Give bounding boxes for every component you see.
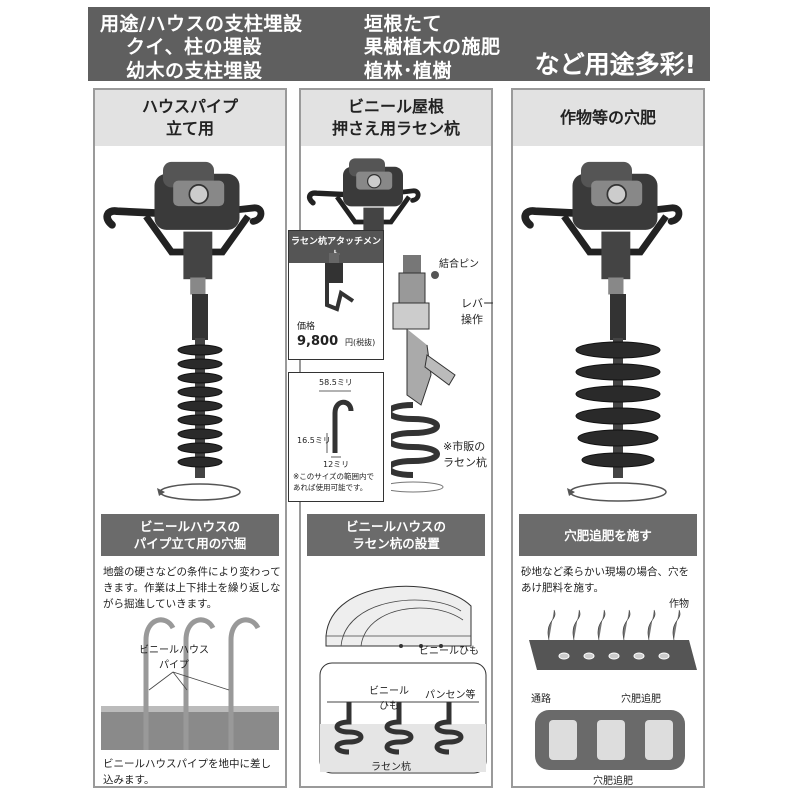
greenhouse-illustration — [325, 585, 472, 648]
panel-title: ハウスパイプ 立て用 — [95, 90, 285, 146]
subheading-line: 穴肥追肥を施す — [564, 527, 652, 543]
banner-right-line: 植林･植樹 — [364, 60, 453, 82]
top-banner: 用途/ハウスの支柱埋設 クイ、柱の埋設 幼木の支柱埋設 垣根たて 果樹植木の施肥… — [88, 7, 710, 82]
panel-description: 地盤の硬さなどの条件により変わってきます。作業は上下排土を繰り返しながら掘進して… — [103, 566, 281, 610]
panel-subheading: 穴肥追肥を施す — [519, 514, 697, 556]
panel-fertilize: 作物等の穴肥 穴肥追肥を施す 砂地など柔らかい現場の場合、穴をあけ肥料を施す。 … — [511, 88, 705, 788]
panel-title: ビニール屋根 押さえ用ラセン杭 — [301, 90, 491, 146]
banner-right-line: 垣根たて — [364, 13, 443, 35]
panel-title-line: 作物等の穴肥 — [559, 108, 656, 127]
dim-top-label: 58.5ミリ — [319, 378, 353, 387]
auger-illustration — [95, 150, 285, 501]
pipe-illustration — [101, 617, 279, 750]
panel-subheading: ビニールハウスの パイプ立て用の穴掘 — [101, 514, 279, 556]
vinyl-himo-label: ビニールひも — [419, 646, 479, 657]
dim-bottom-label: 12ミリ — [323, 460, 350, 469]
subheading-line: ビニールハウスの — [345, 519, 446, 534]
dim-left-label: 16.5ミリ — [297, 436, 331, 445]
price-value: 9,800 — [297, 334, 339, 349]
hole-label-2: 穴肥追肥 — [593, 776, 633, 787]
crop-row-illustration — [529, 609, 697, 670]
attachment-illustration — [391, 255, 456, 493]
panel-title-line: ハウスパイプ — [141, 97, 238, 116]
panel-title-line: 押さえ用ラセン杭 — [331, 119, 460, 138]
panel-subheading: ビニールハウスの ラセン杭の設置 — [307, 514, 485, 556]
hook-diagram — [319, 390, 354, 458]
banner-tagline: など用途多彩! — [534, 50, 696, 79]
panel-caption: ビニールハウスパイプを地中に差し込みます。 — [103, 758, 271, 786]
pansen-label: パンセン等 — [425, 690, 476, 701]
crop-label: 作物 — [669, 599, 689, 610]
banner-left-line: 幼木の支柱埋設 — [126, 60, 263, 82]
pipe-label: ビニールハウス パイプ — [139, 645, 209, 671]
hole-label: 穴肥追肥 — [621, 694, 661, 705]
pin-label: 結合ピン — [439, 259, 479, 270]
auger-illustration — [513, 150, 703, 502]
panel-rasen: ビニール屋根 押さえ用ラセン杭 結合ピン レバー 操作 ※市販の ラセン杭 ラセ… — [288, 88, 494, 788]
panel-title-line: ビニール屋根 — [347, 97, 444, 116]
panel-description: 砂地など柔らかい現場の場合、穴をあけ肥料を施す。 — [521, 566, 689, 594]
price-unit: 円(税抜) — [345, 338, 376, 347]
panel-pipe: ハウスパイプ 立て用 ビニールハウスの パイプ立て用の穴掘 地盤の硬さなどの条件… — [93, 88, 287, 788]
vinyl-himo-label-2: ビニール ひも — [369, 686, 409, 712]
banner-left-line: 用途/ハウスの支柱埋設 — [100, 13, 303, 35]
path-label: 通路 — [531, 694, 551, 705]
stake-label: ※市販の ラセン杭 — [443, 440, 487, 469]
price-label: 価格 — [297, 322, 316, 332]
panel-title: 作物等の穴肥 — [513, 90, 703, 146]
subheading-line: パイプ立て用の穴掘 — [133, 536, 247, 551]
subheading-line: ラセン杭の設置 — [352, 536, 440, 551]
attachment-box: ラセン杭アタッチメント 価格 9,800 円(税抜) — [288, 230, 384, 360]
rasen-label: ラセン杭 — [371, 762, 411, 773]
size-box: 58.5ミリ 16.5ミリ 12ミリ ※このサイズの範囲内であれば使用可能です。 — [288, 372, 384, 502]
panel-title-line: 立て用 — [165, 119, 214, 138]
banner-right-line: 果樹植木の施肥 — [364, 36, 501, 58]
subheading-line: ビニールハウスの — [139, 519, 240, 534]
stake-detail — [319, 662, 487, 774]
fertilizer-section — [535, 710, 685, 770]
lever-label: レバー 操作 — [461, 297, 494, 326]
size-note: ※このサイズの範囲内であれば使用可能です。 — [293, 472, 375, 492]
attachment-icon — [325, 253, 355, 312]
banner-left-line: クイ、柱の埋設 — [126, 36, 263, 58]
